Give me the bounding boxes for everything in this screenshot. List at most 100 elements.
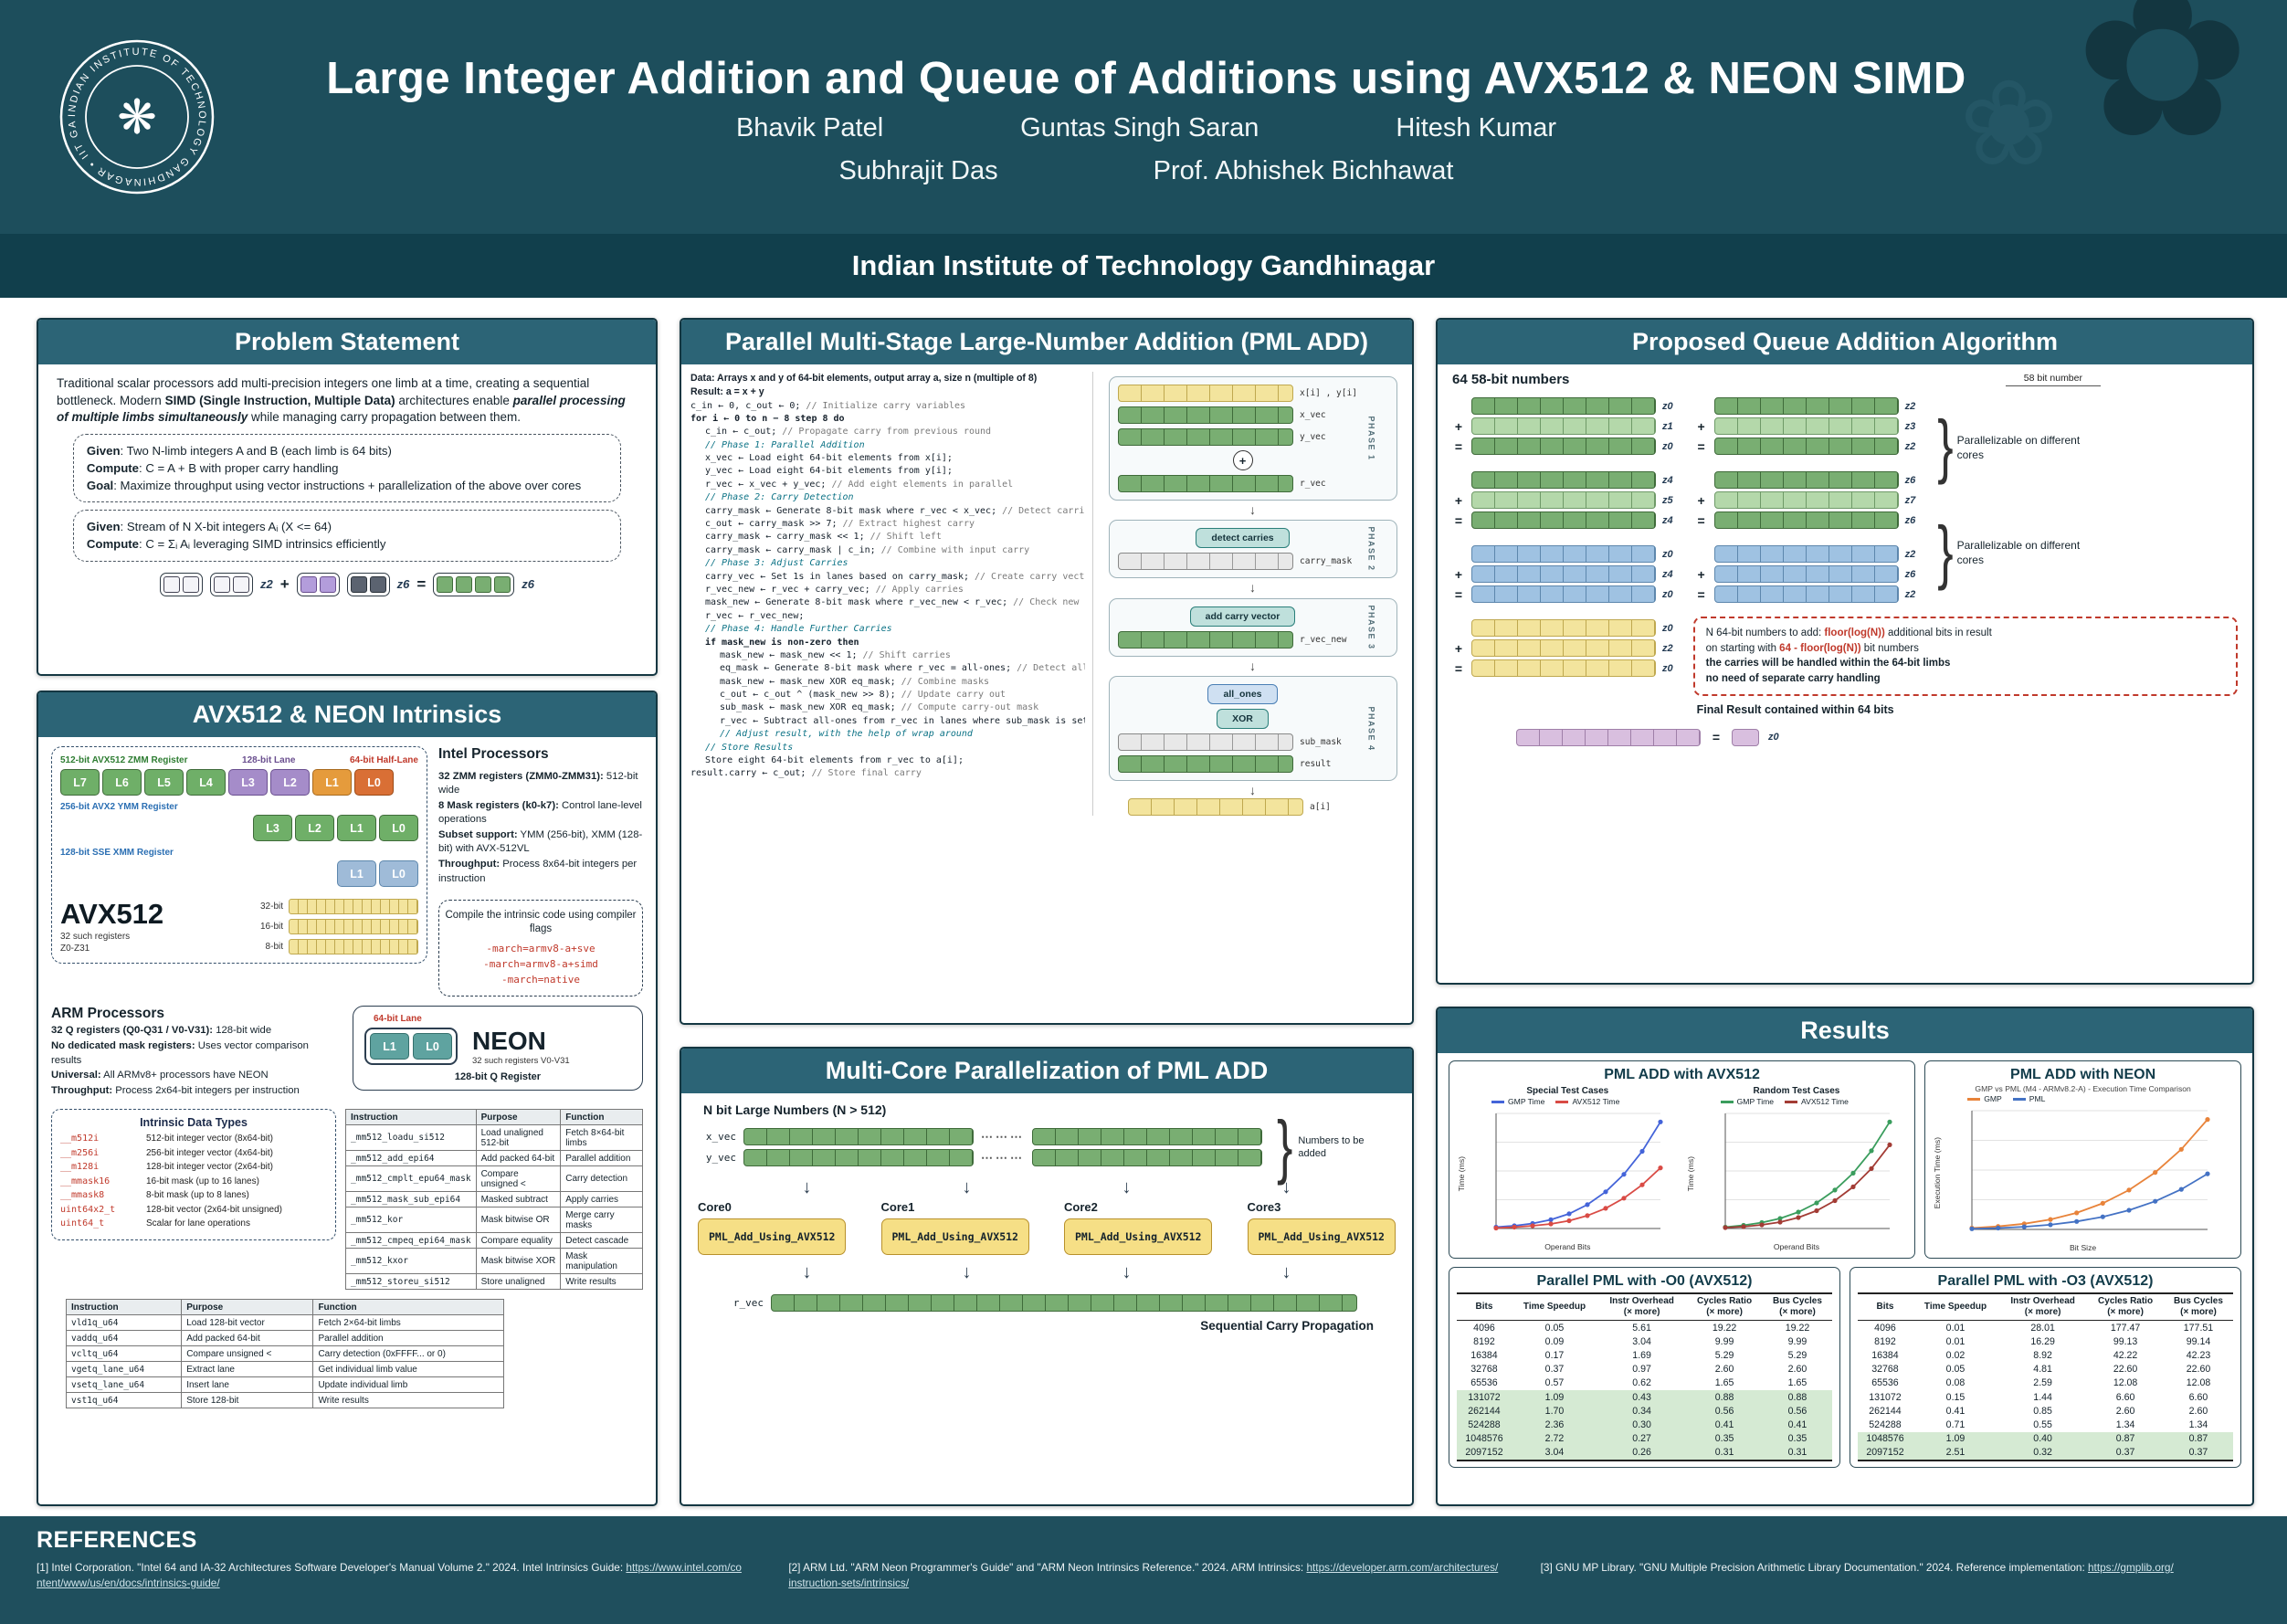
register-lane: L4 <box>186 769 226 796</box>
reference-link[interactable]: https://developer.arm.com/architectures/… <box>788 1561 1499 1590</box>
problem-box-limbs: Given: Two N-limb integers A and B (each… <box>72 433 622 503</box>
panel-queue-algorithm: Proposed Queue Addition Algorithm 64 58-… <box>1436 318 2254 985</box>
zmm-label: 512-bit AVX512 ZMM Register <box>60 755 188 765</box>
bit-cells-bar <box>289 899 418 914</box>
result-row: 262144 0.41 0.85 2.60 2.60 <box>1869 1405 2208 1417</box>
code-line: r_vec ← Subtract all-ones from r_vec in … <box>720 715 1085 726</box>
intrinsics-row-arm: ARM Processors 32 Q registers (Q0-Q31 / … <box>51 1006 643 1100</box>
vector-row: = z4 <box>1454 511 1673 529</box>
problem-line: Compute: C = Σᵢ Aᵢ leveraging SIMD intri… <box>86 537 386 552</box>
bit-width-label: 58 bit number <box>2005 373 2101 386</box>
large-numbers-label: N bit Large Numbers (N > 512) <box>703 1102 887 1117</box>
reference-link[interactable]: https://gmplib.org/ <box>2088 1561 2174 1574</box>
vector-register <box>1471 471 1656 489</box>
problem-line: Given: Stream of N X-bit integers Aᵢ (X … <box>86 520 332 534</box>
problem-line: Goal: Maximize throughput using vector i… <box>86 479 582 493</box>
neon-wordmark: NEON 32 such registers V0-V31 <box>472 1027 570 1067</box>
panel-title: Proposed Queue Addition Algorithm <box>1438 320 2252 364</box>
queue-right-column: z2 + z3 = z2 <box>1695 395 1916 606</box>
vector-row: = z0 <box>1454 438 1673 455</box>
references-heading: REFERENCES <box>37 1527 197 1553</box>
vector-segment <box>1032 1149 1262 1166</box>
vector-register <box>1118 475 1293 492</box>
neon-results-card: PML ADD with NEON GMP vs PML (M4 - ARMv8… <box>1924 1060 2241 1259</box>
reference-link[interactable]: https://www.intel.com/content/www/us/en/… <box>37 1561 742 1590</box>
code-line: // Adjust result, with the help of wrap … <box>720 729 973 740</box>
limb-equation: z2 + z6 = z6 <box>51 572 643 596</box>
memory-row <box>1118 385 1293 402</box>
register-group <box>159 572 203 596</box>
code-line: // Phase 1: Parallel Addition <box>705 439 865 450</box>
vector-row: z6 <box>1695 471 1915 489</box>
q-register-label: 128-bit Q Register <box>454 1071 542 1083</box>
vector-register <box>1713 545 1899 563</box>
brace-icon: } <box>1937 406 1954 487</box>
panel-multicore: Multi-Core Parallelization of PML ADD N … <box>680 1047 1414 1506</box>
vector-row: = z0 <box>1454 585 1673 603</box>
result-row: 16384 0.02 8.92 42.22 42.23 <box>1871 1349 2211 1361</box>
down-arrow-icon: ↓ <box>1122 1262 1132 1282</box>
intro-segment: while managing carry propagation between… <box>248 410 521 425</box>
code-line: carry_mask ← carry_mask | c_in;// Combin… <box>705 544 1030 555</box>
spec-line: Subset support: YMM (256-bit), XMM (128-… <box>438 828 643 855</box>
code-line: for i ← 0 to n − 8 step 8 do <box>690 413 845 424</box>
pml-flow-diagram: PHASE 1 x[i] , y[i] x_vec y_vec + r_vec … <box>1102 372 1403 816</box>
register-lane: L0 <box>379 860 418 887</box>
register-lane: L1 <box>370 1033 409 1060</box>
problem-box-queue: Given: Stream of N X-bit integers Aᵢ (X … <box>72 510 622 562</box>
final-reduction-row: = z0 <box>1516 728 2238 746</box>
vector-row: = z2 <box>1697 438 1916 455</box>
compiler-flag: -march=armv8-a+simd <box>483 958 598 971</box>
phase-1-band: PHASE 1 x[i] , y[i] x_vec y_vec + r_vec <box>1108 376 1397 501</box>
register-lane: L0 <box>354 769 394 796</box>
down-arrow-icon: ↓ <box>802 1177 812 1197</box>
compiler-flag: -march=armv8-a+sve <box>486 943 595 955</box>
page-title: Large Integer Addition and Queue of Addi… <box>326 54 1966 103</box>
equals-operator: = <box>416 575 427 593</box>
code-line: c_in ← c_out;// Propagate carry from pre… <box>705 427 992 438</box>
spec-line: No dedicated mask registers: Uses vector… <box>51 1040 309 1066</box>
numbers-to-add-label: Numbers to be added <box>1298 1134 1365 1159</box>
results-table-o0: Bits Time Speedup Instr Overhead (× more… <box>1457 1292 1832 1461</box>
random-test-chart <box>1723 1113 1892 1230</box>
panel-pml-add: Parallel Multi-Stage Large-Number Additi… <box>680 318 1414 1025</box>
avx512-instruction-table: Instruction Purpose Function _mm512_load… <box>345 1109 643 1291</box>
result-row: 2097152 2.51 0.32 0.37 0.37 <box>1858 1445 2233 1461</box>
core-label: Core1 <box>880 1200 915 1214</box>
phase-2-band: PHASE 2 detect carries carry_mask <box>1108 520 1397 579</box>
vector-register <box>1713 511 1899 529</box>
vector-segment <box>743 1128 974 1145</box>
vector-register <box>1471 545 1656 563</box>
results-table-o3: Bits Time Speedup Instr Overhead (× more… <box>1858 1292 2233 1461</box>
author-name: Prof. Abhishek Bichhawat <box>1153 156 1454 185</box>
problem-intro: Traditional scalar processors add multi-… <box>57 375 638 427</box>
core-row: Core0 PML_Add_Using_AVX512 Core1 PML_Add… <box>698 1200 1396 1255</box>
code-line: carry_mask ← Generate 8-bit mask where r… <box>705 505 1085 516</box>
code-line: x_vec ← Load eight 64-bit elements from … <box>705 453 953 464</box>
vector-row: + z6 <box>1697 565 1916 583</box>
equals-operator: = <box>1712 730 1721 745</box>
ymm-label: 256-bit AVX2 YMM Register <box>60 802 178 812</box>
intel-lines: 32 ZMM registers (ZMM0-ZMM31): 512-bit w… <box>438 768 643 887</box>
svg-text:❋: ❋ <box>117 91 157 144</box>
register-lane: L3 <box>253 815 292 841</box>
neon-chart <box>1969 1110 2210 1231</box>
code-line: eq_mask ← Generate 8-bit mask where r_ve… <box>720 663 1085 674</box>
author-name: Bhavik Patel <box>735 113 884 142</box>
spec-line: 32 ZMM registers (ZMM0-ZMM31): 512-bit w… <box>438 770 638 796</box>
core-label: Core3 <box>1247 1200 1281 1214</box>
problem-line: Compute: C = A + B with proper carry han… <box>86 461 339 476</box>
carry-propagation-label: Sequential Carry Propagation <box>1200 1319 1374 1333</box>
parallel-note: Parallelizable on different cores <box>1956 433 2081 461</box>
